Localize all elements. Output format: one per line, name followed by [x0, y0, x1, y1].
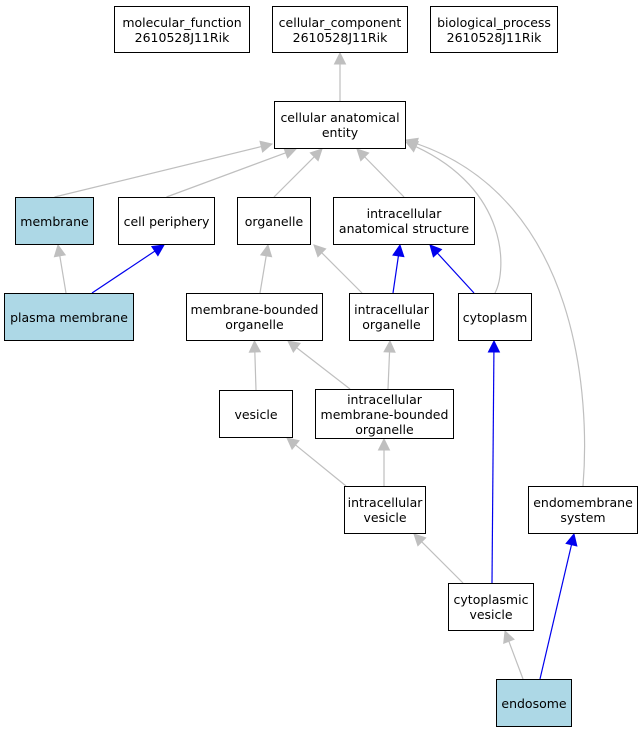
- node-membrane[interactable]: membrane: [15, 197, 94, 245]
- edge-intracellular-organelle-to-organelle: [321, 252, 363, 294]
- arrowhead-vesicle-to-membrane-bounded-organelle: [248, 339, 262, 353]
- edge-vesicle-to-membrane-bounded-organelle: [254, 351, 257, 391]
- edge-cytoplasm-to-intracellular-anatomical-structure: [436, 252, 475, 294]
- arrowhead-endosome-to-cytoplasmic-vesicle: [503, 629, 515, 644]
- arrowhead-cytoplasm-to-intracellular-anatomical-structure: [429, 244, 443, 258]
- node-plasma-membrane[interactable]: plasma membrane: [4, 293, 134, 341]
- node-membrane-bounded-organelle[interactable]: membrane-bounded organelle: [186, 293, 323, 341]
- edge-intracellular-membrane-bounded-organelle-to-intracellular-organelle: [387, 351, 391, 390]
- edge-membrane-bounded-organelle-to-organelle: [259, 255, 267, 294]
- arrowhead-intracellular-membrane-bounded-organelle-to-intracellular-organelle: [383, 339, 396, 353]
- edge-cytoplasmic-vesicle-to-intracellular-vesicle: [421, 541, 464, 584]
- edge-cytoplasmic-vesicle-to-cytoplasm: [491, 351, 495, 584]
- arrowhead-cytoplasmic-vesicle-to-cytoplasm: [487, 339, 501, 353]
- node-organelle[interactable]: organelle: [237, 197, 311, 245]
- arrowhead-organelle-to-cellular-anatomical-entity: [309, 148, 323, 162]
- edge-plasma-membrane-to-membrane: [59, 255, 67, 294]
- arrowhead-endosome-to-endomembrane-system: [565, 532, 578, 547]
- arrowhead-endomembrane-system-to-cellular-anatomical-entity: [404, 137, 419, 150]
- node-biological-process[interactable]: biological_process 2610528J11Rik: [430, 6, 558, 53]
- arrowhead-plasma-membrane-to-cell-periphery: [150, 244, 165, 257]
- node-molecular-function[interactable]: molecular_function 2610528J11Rik: [114, 6, 250, 53]
- edge-endosome-to-endomembrane-system: [539, 544, 573, 680]
- arrowhead-intracellular-membrane-bounded-organelle-to-membrane-bounded-organelle: [287, 340, 301, 354]
- node-endosome[interactable]: endosome: [496, 679, 572, 727]
- arrowhead-intracellular-vesicle-to-vesicle: [286, 437, 300, 451]
- node-cytoplasmic-vesicle[interactable]: cytoplasmic vesicle: [448, 583, 534, 631]
- arrowhead-intracellular-organelle-to-organelle: [313, 244, 327, 258]
- arrowhead-membrane-bounded-organelle-to-organelle: [259, 243, 273, 258]
- node-intracellular-membrane-bounded-organelle[interactable]: intracellular membrane-bounded organelle: [315, 389, 454, 439]
- arrowhead-plasma-membrane-to-membrane: [53, 243, 67, 258]
- node-endomembrane-system[interactable]: endomembrane system: [528, 486, 638, 534]
- arrowhead-cell-periphery-to-cellular-anatomical-entity: [283, 147, 298, 159]
- arrowhead-membrane-to-cellular-anatomical-entity: [259, 140, 274, 153]
- node-intracellular-anatomical-structure[interactable]: intracellular anatomical structure: [333, 197, 475, 245]
- arrowhead-intracellular-organelle-to-intracellular-anatomical-structure: [392, 243, 405, 258]
- edge-endomembrane-system-to-cellular-anatomical-entity: [416, 143, 586, 487]
- node-cellular-component[interactable]: cellular_component 2610528J11Rik: [272, 6, 408, 53]
- edge-intracellular-membrane-bounded-organelle-to-membrane-bounded-organelle: [296, 347, 351, 390]
- arrowhead-intracellular-anatomical-structure-to-cellular-anatomical-entity: [356, 148, 370, 162]
- node-vesicle[interactable]: vesicle: [219, 390, 293, 438]
- node-intracellular-vesicle[interactable]: intracellular vesicle: [344, 486, 426, 534]
- edge-cytoplasm-to-cellular-anatomical-entity: [415, 146, 502, 294]
- arrowhead-intracellular-vesicle-to-intracellular-membrane-bounded-organelle: [377, 437, 391, 451]
- arrowhead-cellular-anatomical-entity-to-cellular-component: [333, 51, 347, 65]
- edge-plasma-membrane-to-cell-periphery: [91, 250, 156, 294]
- arrowhead-cytoplasmic-vesicle-to-intracellular-vesicle: [413, 533, 427, 547]
- edge-intracellular-organelle-to-intracellular-anatomical-structure: [392, 255, 400, 294]
- edge-intracellular-anatomical-structure-to-cellular-anatomical-entity: [364, 156, 405, 198]
- edge-organelle-to-cellular-anatomical-entity: [273, 156, 315, 198]
- node-cytoplasm[interactable]: cytoplasm: [458, 293, 532, 341]
- edge-endosome-to-cytoplasmic-vesicle: [508, 641, 524, 680]
- edge-membrane-to-cellular-anatomical-entity: [54, 146, 262, 198]
- node-cellular-anatomical-entity[interactable]: cellular anatomical entity: [274, 101, 406, 149]
- edge-intracellular-vesicle-to-vesicle: [295, 444, 347, 487]
- edge-cell-periphery-to-cellular-anatomical-entity: [166, 152, 286, 198]
- node-cell-periphery[interactable]: cell periphery: [118, 197, 215, 245]
- node-intracellular-organelle[interactable]: intracellular organelle: [349, 293, 434, 341]
